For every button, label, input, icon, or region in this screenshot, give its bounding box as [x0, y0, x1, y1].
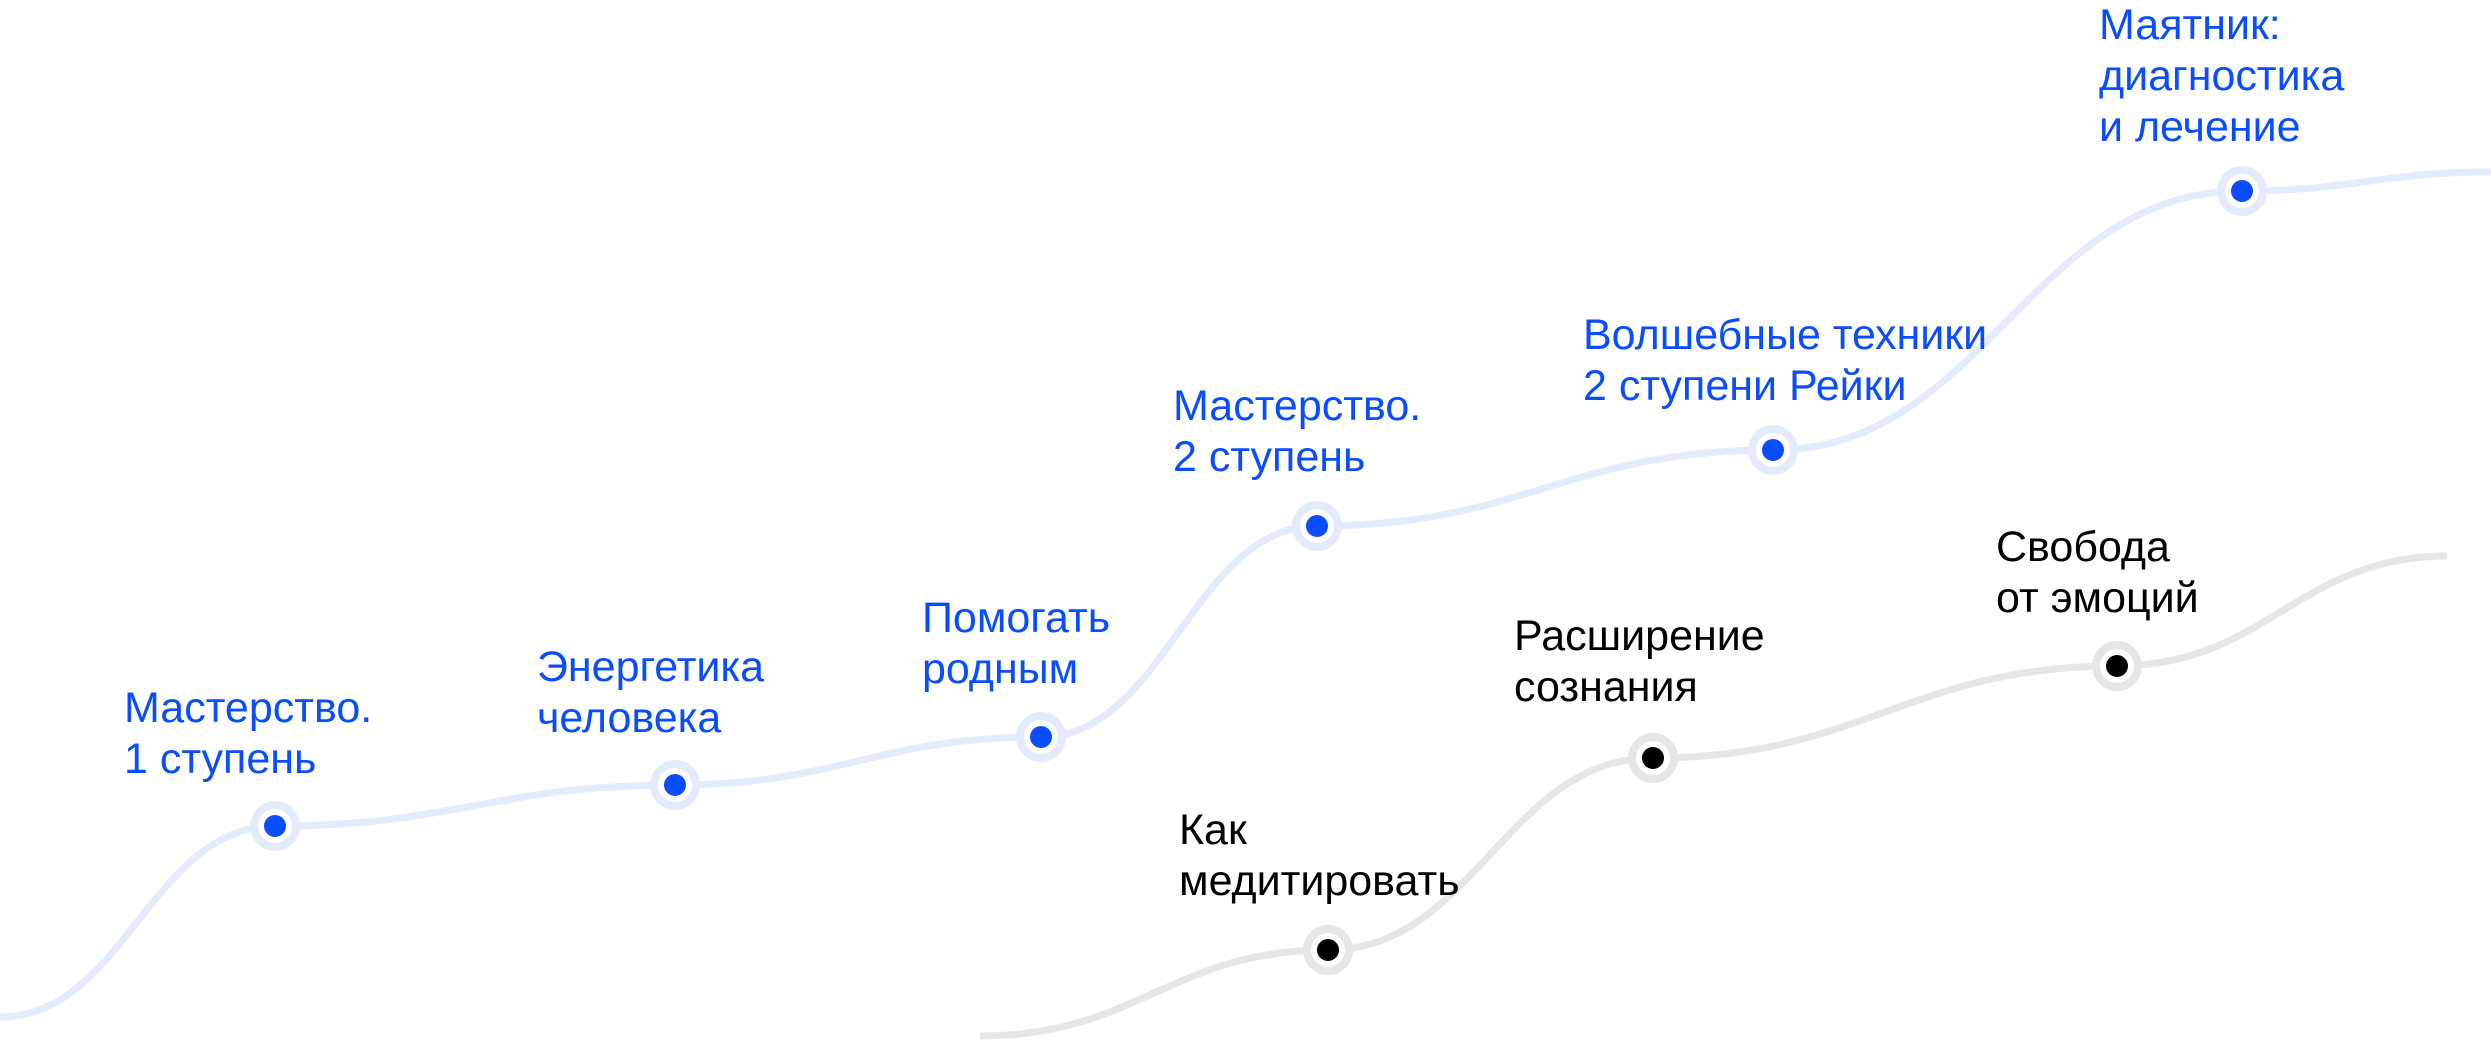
blue-step-node [1292, 501, 1342, 551]
blue-step-node [2217, 166, 2267, 216]
label-line: человека [537, 694, 722, 742]
black-step-node [1628, 733, 1678, 783]
node-dot [1762, 439, 1784, 461]
label-line: 2 ступень [1173, 433, 1366, 481]
label-line: сознания [1514, 663, 1698, 711]
black-step-node [2092, 641, 2142, 691]
label-line: Как [1179, 806, 1247, 854]
node-dot [2231, 180, 2253, 202]
label-line: 2 ступени Рейки [1583, 362, 1907, 410]
step-label-mastery-1: Мастерство.1 ступень [124, 683, 372, 785]
node-dot [2106, 655, 2128, 677]
blue-step-node [1016, 712, 1066, 762]
step-label-mastery-2: Мастерство.2 ступень [1173, 381, 1421, 483]
label-line: Помогать [922, 594, 1111, 642]
label-line: Свобода [1996, 523, 2170, 571]
blue-step-node [250, 801, 300, 851]
node-dot [664, 774, 686, 796]
label-line: Волшебные техники [1583, 311, 1988, 359]
label-line: от эмоций [1996, 574, 2199, 622]
label-line: родным [922, 645, 1079, 693]
label-line: Расширение [1514, 612, 1765, 660]
label-line: и лечение [2099, 103, 2301, 151]
node-dot [264, 815, 286, 837]
black-step-node [1303, 925, 1353, 975]
label-line: 1 ступень [124, 735, 317, 783]
label-line: Мастерство. [124, 684, 373, 732]
blue-step-node [650, 760, 700, 810]
node-dot [1030, 726, 1052, 748]
label-line: Мастерство. [1173, 382, 1422, 430]
node-dot [1642, 747, 1664, 769]
label-line: медитировать [1179, 857, 1460, 905]
node-dot [1306, 515, 1328, 537]
blue-path-line [0, 168, 2491, 1021]
label-line: Маятник: [2099, 1, 2281, 49]
node-dot [1317, 939, 1339, 961]
label-line: Энергетика [537, 643, 765, 691]
label-line: диагностика [2099, 52, 2345, 100]
blue-step-node [1748, 425, 1798, 475]
